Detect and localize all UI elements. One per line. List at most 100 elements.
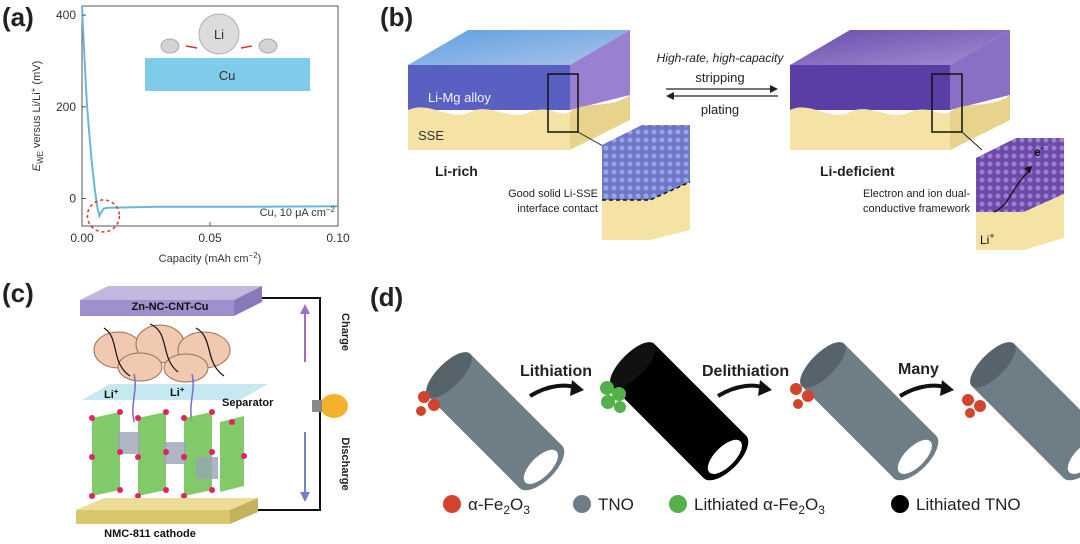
charge-arrow: Charge — [300, 304, 351, 362]
stripping-arrow-head — [770, 85, 778, 93]
fe2o3-particles-initial — [416, 391, 440, 416]
li-sphere — [198, 13, 240, 55]
framework-line2: conductive framework — [863, 203, 970, 215]
alloy-side-right — [950, 30, 1010, 110]
zoom-cube-front-left — [602, 145, 650, 200]
li-ion-1: Li+ — [104, 387, 119, 401]
stripping-label: stripping — [695, 70, 744, 85]
fe2o3-particle — [416, 406, 426, 416]
grey-block — [118, 432, 140, 454]
arrow-right — [240, 45, 253, 49]
atom — [135, 415, 141, 421]
lithiated-fe2o3-particles — [600, 381, 626, 413]
delithiation-label: Delithiation — [702, 363, 789, 380]
x-axis-label: Capacity (mAh cm−2) — [159, 251, 262, 265]
charge-label: Charge — [339, 313, 351, 351]
fe2o3-particle — [962, 394, 974, 406]
panel-c: (c) Zn-NC-CNT-Cu Separator Li+ Li+ — [0, 272, 370, 540]
nanotube — [195, 327, 225, 377]
lithiated-fe2o3-particle — [601, 395, 615, 409]
legend-tno: TNO — [598, 495, 634, 514]
atom — [117, 449, 123, 455]
delithiation-arrow-head — [758, 380, 772, 396]
sse-side-right — [950, 95, 1010, 150]
atom — [135, 454, 141, 460]
fe2o3-particle — [965, 408, 975, 418]
discharge-arrow: Discharge — [300, 432, 351, 502]
cathode-plate-side — [230, 498, 258, 524]
arrow-caption: High-rate, high-capacity — [657, 51, 785, 65]
atom — [209, 449, 215, 455]
y-tick-label: 200 — [56, 100, 76, 114]
green-sheet — [220, 416, 244, 492]
zoom-box-left — [547, 73, 579, 133]
legend-swatch-fe2o3 — [443, 495, 461, 513]
panel-a-label: (a) — [2, 2, 34, 32]
li-rich-zoom-cube: Good solid Li-SSE interface contact — [508, 125, 691, 240]
zoom-line-right — [961, 131, 983, 151]
voltage-curve — [81, 5, 339, 219]
anode-label: Zn-NC-CNT-Cu — [132, 301, 209, 313]
lithiation-label: Lithiation — [520, 363, 592, 380]
tube-body — [427, 353, 563, 489]
bulb-glass — [320, 394, 348, 418]
sse-front-right — [790, 107, 950, 150]
chart-annotation: Cu, 10 μA cm−2 — [260, 205, 336, 219]
li-deficient-slab: Li-deficient — [790, 30, 1010, 179]
zoom-cube-front-right — [976, 158, 1024, 212]
tube-opening — [523, 449, 558, 484]
plating-label: plating — [701, 102, 739, 117]
atom — [117, 409, 123, 415]
li-mg-alloy-diagram: Li-Mg alloy SSE Li-rich Good solid Li-SS… — [408, 30, 1064, 250]
alloy-front-right — [790, 65, 950, 110]
fe2o3-particles-many-cycles — [962, 394, 986, 418]
cathode-plate-top — [76, 498, 258, 510]
zoom-cube-side-left — [650, 125, 690, 200]
sse-front-left — [408, 107, 570, 150]
slab-top-right — [790, 30, 1010, 65]
discharge-label: Discharge — [339, 437, 351, 490]
green-sheet — [184, 412, 212, 496]
fe2o3-particle — [974, 400, 986, 412]
zoom-cube-side-right — [1024, 138, 1064, 212]
legend-swatch-lithiated-fe2o3 — [669, 495, 687, 513]
tube-top — [610, 342, 656, 388]
discharge-arrow-head — [300, 492, 310, 502]
legend: α-Fe2O3 TNO Lithiated α-Fe2O3 Lithiated … — [443, 495, 1021, 517]
full-cell-diagram: Zn-NC-CNT-Cu Separator Li+ Li+ — [76, 286, 351, 540]
li-rich-label: Li-rich — [435, 163, 478, 179]
lithiation-arrow — [528, 383, 577, 398]
tube-opening — [707, 439, 742, 474]
cathode-label: NMC-811 cathode — [104, 528, 196, 539]
y-tick-label: 0 — [69, 192, 76, 206]
tube-body — [971, 343, 1080, 479]
tube-body — [611, 343, 747, 479]
tno-lithiation-diagram: Lithiation Delithiation — [416, 342, 1080, 517]
legend-lithiated-tno: Lithiated TNO — [916, 495, 1021, 514]
zoom-sse-right — [976, 194, 1064, 250]
atom — [89, 415, 95, 421]
x-tick-label: 0.10 — [326, 231, 350, 245]
stripping-plating-arrows: High-rate, high-capacity stripping plati… — [657, 51, 785, 117]
many-arrow — [898, 383, 947, 398]
li-sphere-label: Li — [214, 27, 224, 42]
anode-plate-side — [234, 286, 262, 316]
electron-label: e- — [1034, 143, 1044, 159]
x-tick-label: 0.00 — [70, 231, 94, 245]
legend-fe2o3: α-Fe2O3 — [468, 495, 530, 517]
good-contact-line2: interface contact — [517, 203, 598, 215]
atom — [229, 419, 235, 425]
panel-d-label: (d) — [370, 282, 404, 312]
separator-label: Separator — [222, 397, 274, 409]
small-li-right — [258, 38, 278, 54]
many-arrow-head — [940, 380, 954, 396]
atom — [163, 487, 169, 493]
li-deficient-zoom-cube: e- Li+ Electron and ion dual- conductive… — [863, 131, 1064, 250]
fe2o3-particles-delithiated — [790, 383, 814, 409]
tube-body — [801, 343, 937, 479]
particle — [163, 353, 209, 383]
atom — [163, 449, 169, 455]
atom — [241, 453, 247, 459]
atom — [209, 487, 215, 493]
